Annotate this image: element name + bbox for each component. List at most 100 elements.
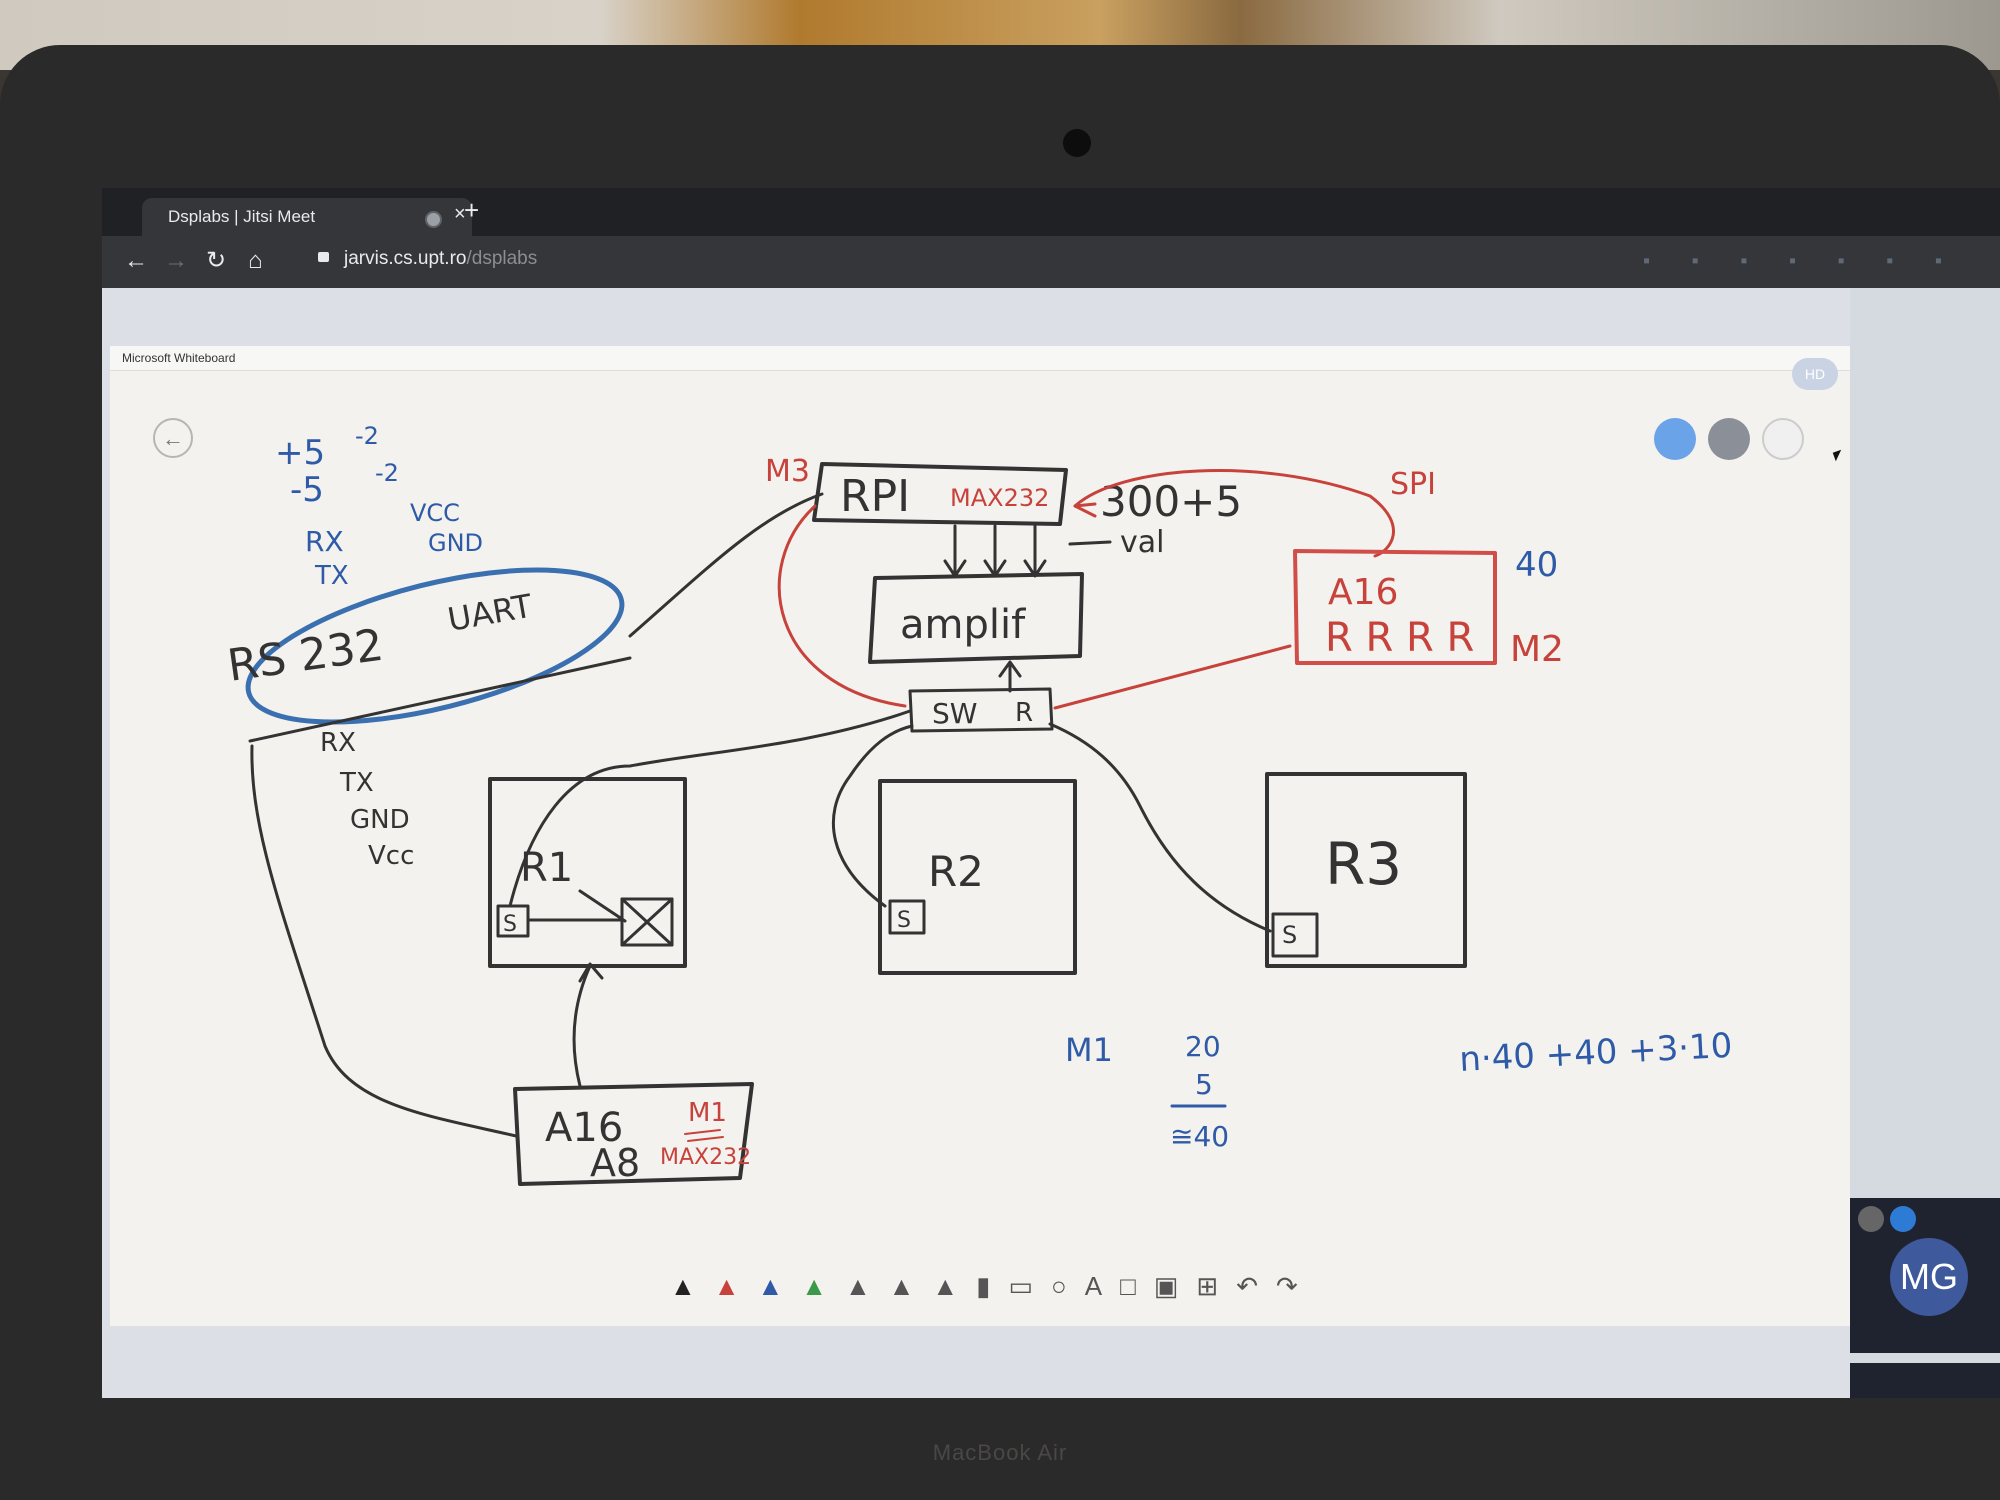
r1-x-box: [620, 897, 674, 947]
sw-label: SW: [932, 697, 977, 730]
whiteboard-titlebar: Microsoft Whiteboard: [110, 346, 1850, 371]
forward-arrow-icon[interactable]: →: [164, 247, 188, 274]
recording-indicator-icon: [425, 211, 442, 228]
note-vcc: VCC: [410, 499, 460, 527]
whiteboard-sketch: +5 -2 -5 -2 VCC RX GND TX RS 232 UART RX…: [224, 422, 1733, 1186]
note-minus5: -5: [290, 470, 324, 510]
note-plus5: +5: [275, 433, 325, 473]
arrow-left-icon[interactable]: ←: [153, 418, 193, 458]
a16-top-label: A16: [1328, 572, 1398, 613]
rpi-box: [812, 462, 1068, 526]
user-avatar-blue[interactable]: [1654, 418, 1696, 460]
r3-s-label: S: [1282, 921, 1297, 949]
calc-5: 5: [1195, 1068, 1213, 1101]
m1-blue-label: M1: [1065, 1031, 1113, 1069]
info-icon: [1890, 1206, 1916, 1232]
max232-bottom-label: MAX232: [660, 1145, 751, 1170]
whiteboard-app-title: Microsoft Whiteboard: [122, 351, 236, 365]
val-label: val: [1120, 525, 1164, 560]
pen-green-icon[interactable]: ▲: [801, 1271, 845, 1301]
browser-tab[interactable]: Dsplabs | Jitsi Meet ×: [142, 198, 472, 236]
m2-label: M2: [1510, 629, 1564, 670]
uart-label: UART: [445, 587, 536, 639]
address-bar[interactable]: jarvis.cs.upt.ro/dsplabs: [344, 248, 537, 270]
a16-bottom-label: A16: [545, 1105, 623, 1151]
a16-bottom-box: [513, 1082, 754, 1186]
text-icon[interactable]: A: [1084, 1271, 1121, 1301]
note-gnd: GND: [428, 529, 483, 557]
webcam: [1063, 129, 1091, 157]
avatar: MG: [1890, 1238, 1968, 1316]
add-icon[interactable]: ⊞: [1196, 1271, 1237, 1301]
pin-tx: TX: [339, 768, 374, 798]
calc-20: 20: [1185, 1030, 1221, 1063]
amplif-box: [868, 572, 1084, 664]
signal-icon: [1858, 1206, 1884, 1232]
spi-label: SPI: [1390, 467, 1436, 502]
sw-box: [908, 687, 1054, 733]
sw-r-label: R: [1015, 698, 1033, 728]
url-host: jarvis.cs.upt.ro: [344, 248, 467, 269]
pin-gnd: GND: [350, 805, 410, 835]
r3-box: [1265, 772, 1467, 968]
device-label: MacBook Air: [932, 1440, 1068, 1465]
rs232-ellipse: [245, 567, 625, 725]
note-icon[interactable]: □: [1120, 1271, 1154, 1301]
eraser-icon[interactable]: ▮: [976, 1271, 1009, 1301]
participant-tile-vs[interactable]: VS: [1850, 1363, 2000, 1398]
pen-icon[interactable]: ▲: [888, 1271, 933, 1301]
whiteboard-canvas[interactable]: Microsoft Whiteboard ← HD +5 -2 -5 -2 VC…: [110, 346, 1850, 1326]
pen-red-icon[interactable]: ▲: [713, 1271, 758, 1301]
r2-label: R2: [928, 847, 984, 896]
highlighter-icon[interactable]: ▲: [932, 1271, 977, 1301]
m1-red-label: M1: [688, 1098, 727, 1128]
r2-s-label: S: [897, 908, 911, 933]
r-row-label: R R R R: [1325, 615, 1474, 661]
image-icon[interactable]: ▣: [1153, 1271, 1197, 1301]
jitsi-page: Microsoft Whiteboard ← HD +5 -2 -5 -2 VC…: [102, 288, 2000, 1398]
back-arrow-icon[interactable]: ←: [124, 247, 148, 274]
tab-close-button[interactable]: ×: [454, 203, 466, 225]
rpi-label: RPI: [840, 471, 910, 522]
menu-icon[interactable]: [1762, 418, 1804, 460]
a16-red-box: [1293, 549, 1497, 665]
rs232-label: RS 232: [224, 620, 386, 692]
extension-icons[interactable]: ▪ ▪ ▪ ▪ ▪ ▪ ▪: [1643, 250, 1960, 272]
max232-top-label: MAX232: [950, 484, 1049, 512]
whiteboard-toolbar[interactable]: ▲▲▲▲▲▲▲▮▭○A□▣⊞↶↷: [670, 1271, 1316, 1302]
r3-s-box: [1271, 912, 1319, 958]
note-exp-2: -2: [375, 459, 399, 487]
pin-rx: RX: [320, 728, 356, 758]
tab-strip: Dsplabs | Jitsi Meet × +: [102, 188, 2000, 236]
laptop-screen: Dsplabs | Jitsi Meet × + ← → ↻ ⌂ jarvis.…: [102, 188, 2000, 1398]
tab-title: Dsplabs | Jitsi Meet: [168, 207, 316, 226]
home-icon[interactable]: ⌂: [248, 247, 263, 274]
r2-s-box: [888, 899, 926, 935]
r1-box: [488, 777, 687, 968]
formula-label: n·40 +40 +3·10: [1458, 1026, 1733, 1080]
user-avatar-photo[interactable]: [1708, 418, 1750, 460]
ruler-icon[interactable]: ▭: [1008, 1271, 1052, 1301]
m3-label: M3: [765, 454, 810, 489]
reload-icon[interactable]: ↻: [206, 247, 227, 274]
redo-icon[interactable]: ↷: [1275, 1271, 1316, 1301]
lasso-icon[interactable]: ○: [1051, 1271, 1085, 1301]
pin-vcc: Vcc: [368, 841, 414, 871]
pen-blue-icon[interactable]: ▲: [757, 1271, 802, 1301]
note-rx: RX: [305, 525, 344, 558]
note-exp-1: -2: [355, 422, 379, 450]
pen-icon[interactable]: ▲: [844, 1271, 889, 1301]
price-rpi: 300+5: [1100, 477, 1242, 526]
lock-icon: [318, 252, 329, 262]
r2-box: [878, 779, 1077, 975]
forty-label: 40: [1515, 545, 1558, 585]
calc-approx-40: ≅40: [1170, 1120, 1229, 1153]
r1-s-label: S: [503, 912, 517, 937]
undo-icon[interactable]: ↶: [1236, 1271, 1276, 1301]
new-tab-button[interactable]: +: [464, 195, 480, 225]
amplif-label: amplif: [900, 602, 1026, 648]
a8-label: A8: [590, 1141, 640, 1185]
browser-toolbar: ← → ↻ ⌂ jarvis.cs.upt.ro/dsplabs ▪ ▪ ▪ ▪…: [102, 236, 2000, 288]
participant-tile-mg[interactable]: MG: [1850, 1198, 2000, 1353]
pen-black-icon[interactable]: ▲: [670, 1271, 714, 1301]
